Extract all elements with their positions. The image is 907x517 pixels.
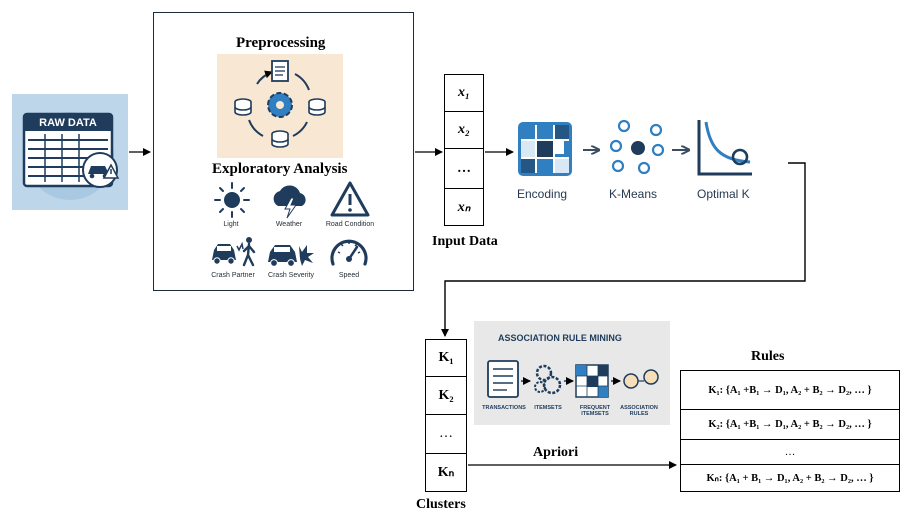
arm-title: ASSOCIATION RULE MINING [498,333,622,343]
preprocessing-box [153,12,414,291]
cluster-cell-1: K₁ [425,339,467,377]
input-cell-2: x₂ [444,111,484,149]
cluster-dots-icon [609,119,665,175]
rules-title: Rules [751,349,785,364]
cluster-cell-ellipsis: … [425,414,467,454]
step-label-kmeans: K-Means [609,187,658,201]
step-label-optimal-k: Optimal K [697,187,750,201]
preprocessing-title: Preprocessing [236,35,326,51]
input-cell-n: xₙ [444,188,484,226]
exploratory-analysis-title: Exploratory Analysis [212,161,348,177]
input-data-label: Input Data [432,234,498,249]
step-label-encoding: Encoding [517,187,568,201]
arm-step-frequent-itemsets: FREQUENT ITEMSETS [579,405,611,417]
input-cell-1: x₁ [444,74,484,112]
speedometer-icon [330,239,368,266]
grid-encoding-icon [518,122,572,176]
car-crash-icon [268,245,314,267]
car-pedestrian-icon [212,237,256,267]
preprocessing-cycle-icon [234,60,326,148]
rule-row-ellipsis: … [680,439,900,465]
cluster-cell-2: K₂ [425,376,467,415]
rule-row-n: Kₙ: {A₁ + B₁ → D₁, A₂ + B₂ → D₂, … } [680,464,900,492]
storm-cloud-icon [273,185,306,219]
preprocessing-cycle-panel [217,54,343,158]
warning-icon [330,181,370,217]
feature-label-speed: Speed [338,272,360,279]
feature-label-road-condition: Road Condition [325,221,375,228]
feature-label-light: Light [223,221,239,228]
sun-icon [214,182,250,218]
clusters-label: Clusters [416,497,466,512]
feature-label-crash-severity: Crash Severity [268,272,314,279]
arm-flow-icon [487,360,659,398]
feature-label-weather: Weather [275,221,303,228]
cluster-cell-n: Kₙ [425,453,467,492]
feature-label-crash-partner: Crash Partner [211,272,255,279]
apriori-label: Apriori [533,445,579,460]
rule-row-2: K₂: {A₁ +B₁ → D₁, A₂ + B₂ → D₂, … } [680,409,900,440]
elbow-curve-icon [697,120,752,176]
input-cell-ellipsis: … [444,148,484,189]
association-rule-mining-panel [474,321,670,425]
raw-data-label: RAW DATA [39,117,97,129]
arm-step-transactions: TRANSACTIONS [482,405,526,411]
raw-data-table-icon [22,112,120,200]
arm-step-itemsets: ITEMSETS [534,405,562,411]
raw-data-panel: RAW DATA [12,94,128,210]
arm-step-association-rules: ASSOCIATION RULES [620,405,658,417]
rule-row-1: K₁: {A₁ +B₁ → D₁, A₂ + B₂ → D₂, … } [680,370,900,410]
